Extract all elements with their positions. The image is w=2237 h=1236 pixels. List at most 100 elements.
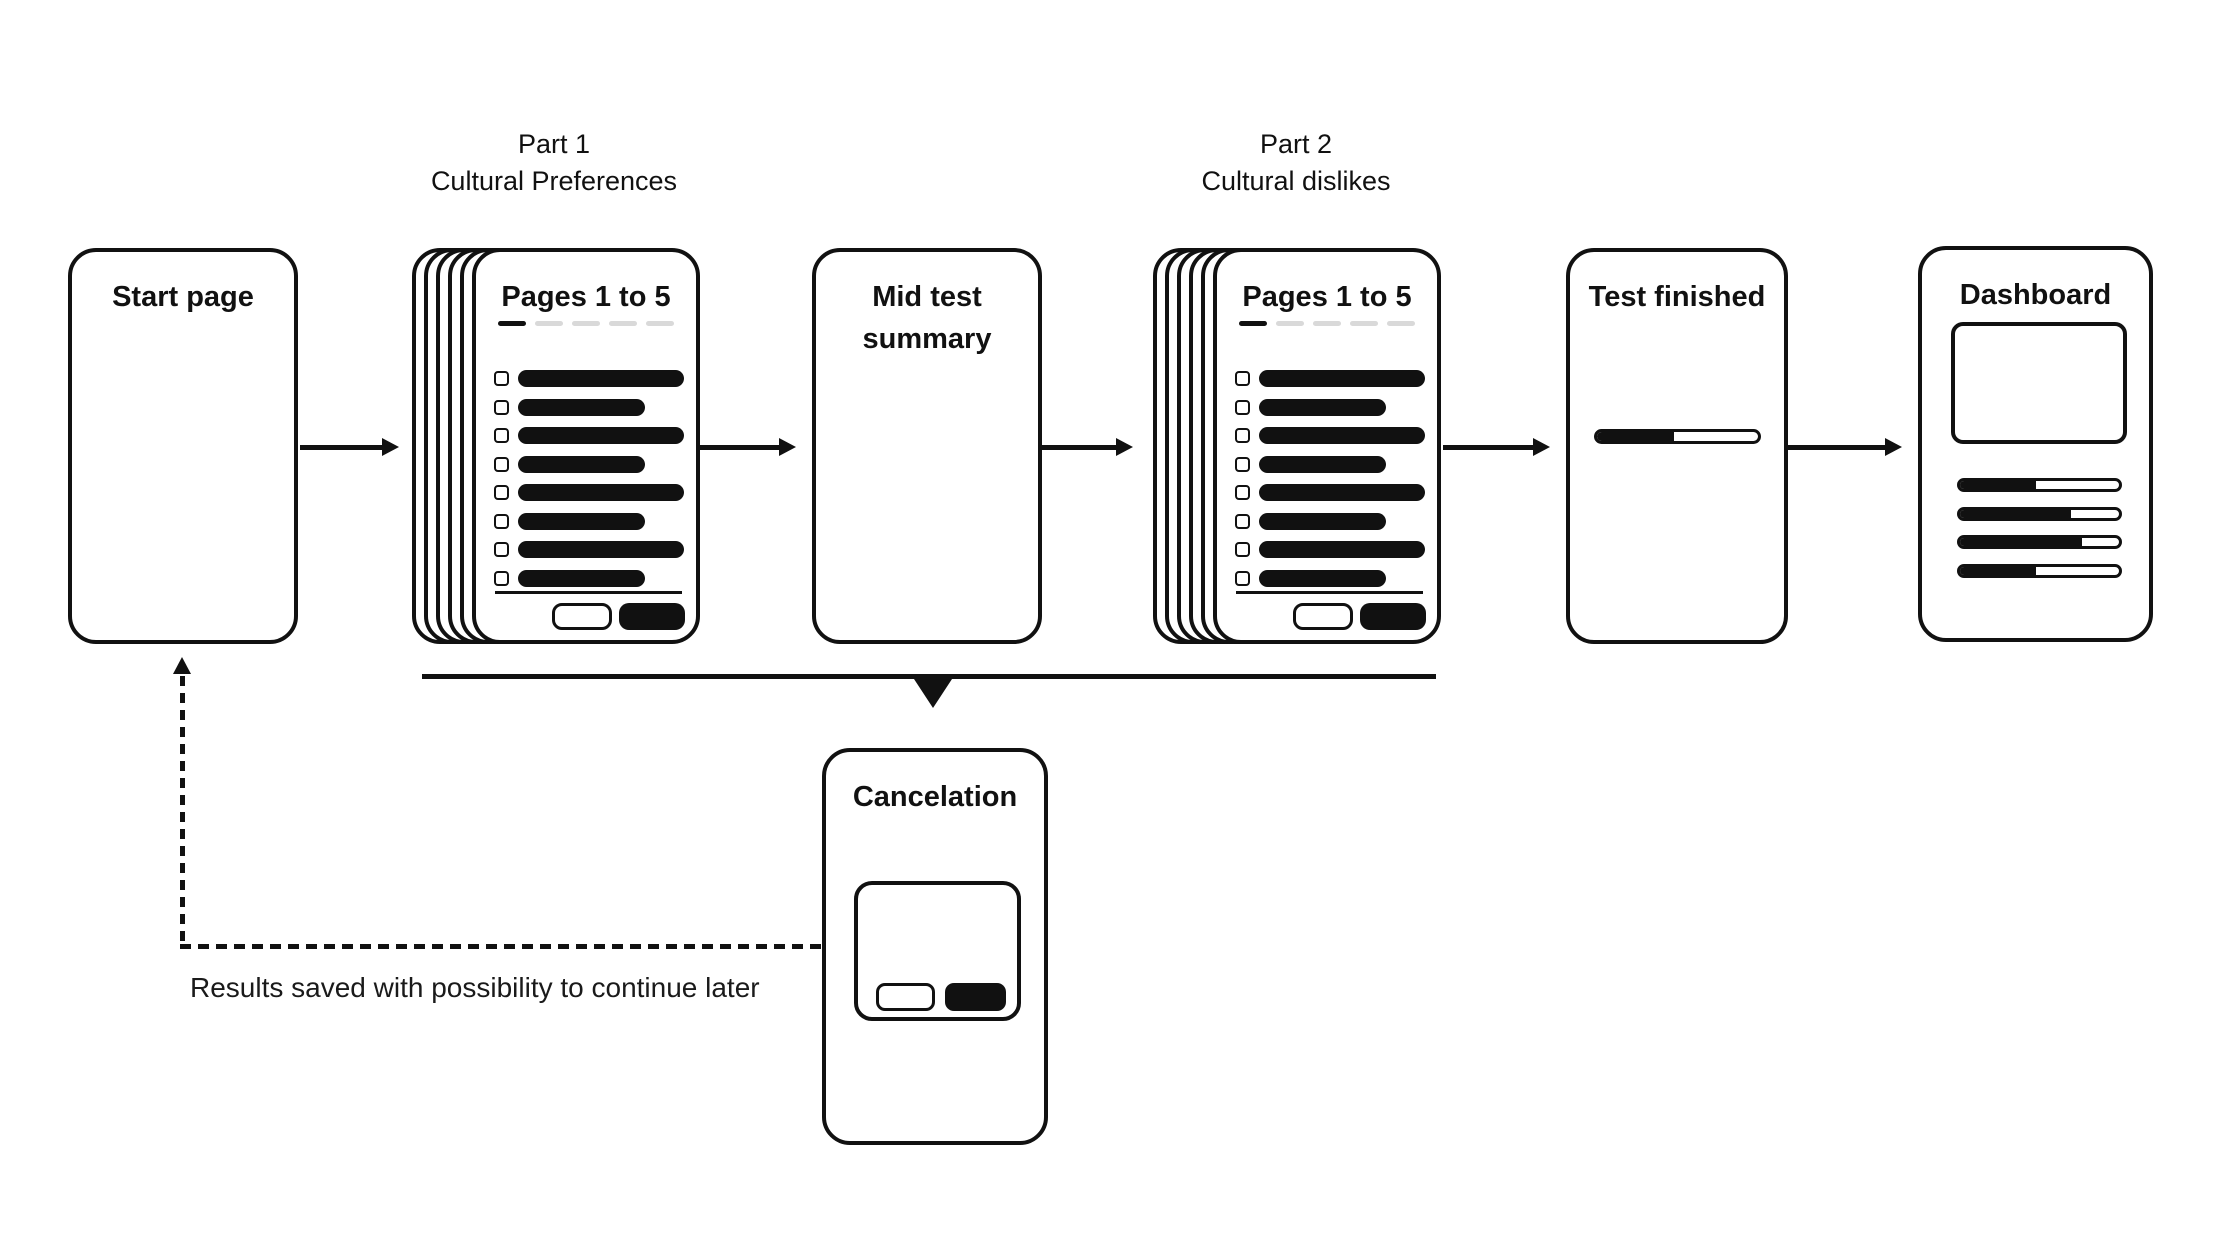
answer-text-bar [518, 512, 645, 530]
checkbox-icon [1235, 485, 1250, 500]
checkbox-icon [1235, 570, 1250, 586]
cancel-dialog [854, 881, 1021, 1021]
answer-text-bar [1259, 569, 1386, 587]
question-row [476, 427, 696, 444]
answer-text-bar [518, 569, 645, 587]
checkbox-icon [1235, 542, 1250, 557]
checkbox-icon [494, 399, 509, 415]
answer-text-bar [518, 398, 645, 416]
answer-text-bar [1259, 541, 1425, 558]
answer-text-bar [1259, 398, 1386, 416]
return-path-note: Results saved with possibility to contin… [190, 972, 760, 1003]
part2-pages-title: Pages 1 to 5 [1242, 281, 1412, 313]
checkbox-icon [494, 485, 509, 500]
part2-label-line1: Part 2 [1259, 129, 1333, 159]
step-dash [1387, 321, 1415, 326]
question-list [1217, 370, 1437, 598]
part1-label: Part 1 Cultural Preferences [404, 126, 704, 200]
back-button [552, 603, 612, 630]
question-row [1217, 370, 1437, 387]
footer-divider [495, 591, 682, 594]
answer-text-bar [518, 370, 684, 387]
answer-text-bar [1259, 370, 1425, 387]
answer-text-bar [1259, 512, 1386, 530]
next-button [619, 603, 685, 630]
step-progress-indicator [498, 321, 674, 326]
dashboard-screen: Dashboard [1918, 246, 2153, 642]
chart-placeholder [1951, 322, 2127, 444]
arrow-midsummary-to-part2 [1042, 438, 1133, 456]
step-dash [1276, 321, 1304, 326]
checkbox-icon [1235, 428, 1250, 443]
checkbox-icon [494, 428, 509, 443]
answer-text-bar [1259, 455, 1386, 473]
arrow-up-to-start [173, 657, 191, 674]
step-dash [646, 321, 674, 326]
mid-test-title-line2: summary [862, 323, 992, 355]
arrow-testfinished-to-dashboard [1788, 438, 1902, 456]
arrow-down-to-cancelation [914, 679, 952, 708]
mid-test-summary-screen: Mid test summary [812, 248, 1042, 644]
step-dash [609, 321, 637, 326]
part1-front-page: Pages 1 to 5 [472, 248, 700, 644]
part1-pages-stack: Pages 1 to 5 [412, 248, 700, 644]
checkbox-icon [1235, 456, 1250, 472]
stat-bar [1957, 478, 2122, 492]
step-dash [1350, 321, 1378, 326]
question-list [476, 370, 696, 598]
part2-label-line2: Cultural dislikes [1201, 166, 1391, 196]
question-row [1217, 569, 1437, 587]
start-page-title: Start page [112, 281, 254, 313]
step-dash [535, 321, 563, 326]
part1-label-line2: Cultural Preferences [430, 166, 678, 196]
back-button [1293, 603, 1353, 630]
arrow-start-to-part1 [300, 438, 399, 456]
dialog-primary-button [945, 983, 1006, 1011]
question-row [476, 484, 696, 501]
completion-progress-bar [1594, 429, 1761, 444]
checkbox-icon [1235, 399, 1250, 415]
question-row [1217, 455, 1437, 473]
checkbox-icon [494, 371, 509, 386]
cancelation-screen: Cancelation [822, 748, 1048, 1145]
bar-fill [1960, 509, 2072, 518]
question-row [476, 398, 696, 416]
answer-text-bar [518, 541, 684, 558]
part1-pages-title: Pages 1 to 5 [501, 281, 671, 313]
question-row [476, 512, 696, 530]
cancelation-title: Cancelation [852, 781, 1018, 813]
checkbox-icon [1235, 371, 1250, 386]
cancel-gather-line [422, 674, 1436, 679]
answer-text-bar [518, 484, 684, 501]
return-path-vertical-dashed-line [180, 676, 185, 946]
test-finished-screen: Test finished [1566, 248, 1788, 644]
stat-bar [1957, 506, 2122, 521]
question-row [1217, 541, 1437, 558]
answer-text-bar [518, 427, 684, 444]
part1-label-line1: Part 1 [517, 129, 591, 159]
question-row [476, 370, 696, 387]
stat-bar [1957, 535, 2122, 549]
mid-test-title-line1: Mid test [872, 281, 982, 313]
question-row [1217, 484, 1437, 501]
bar-fill [1960, 566, 2037, 575]
step-dash [1313, 321, 1341, 326]
arrow-part1-to-midsummary [698, 438, 796, 456]
mid-test-summary-title: Mid test summary [816, 252, 1038, 360]
question-row [1217, 427, 1437, 444]
answer-text-bar [1259, 484, 1425, 501]
question-row [476, 569, 696, 587]
current-step-dash [498, 321, 526, 326]
footer-divider [1236, 591, 1423, 594]
part2-pages-stack: Pages 1 to 5 [1153, 248, 1441, 644]
bar-fill [1960, 481, 2037, 489]
current-step-dash [1239, 321, 1267, 326]
dashboard-title: Dashboard [1959, 279, 2112, 311]
part2-front-page: Pages 1 to 5 [1213, 248, 1441, 644]
checkbox-icon [1235, 513, 1250, 529]
checkbox-icon [494, 542, 509, 557]
question-row [1217, 398, 1437, 416]
bar-fill [1960, 538, 2083, 546]
checkbox-icon [494, 570, 509, 586]
